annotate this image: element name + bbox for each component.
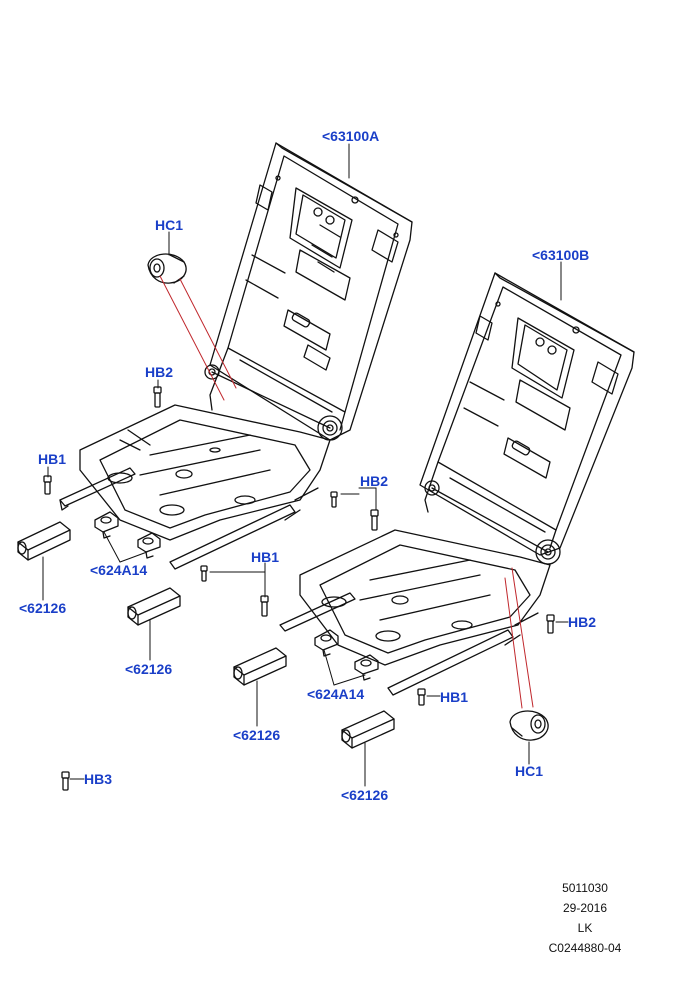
callout-clip-left: <624A14	[90, 562, 148, 578]
right-seat-base-frame	[279, 480, 561, 696]
callout-trim-4: <62126	[341, 787, 389, 803]
leader-lines	[42, 143, 569, 787]
callout-trim-3: <62126	[233, 727, 281, 743]
hinge-cover-top	[147, 253, 187, 284]
callout-bolt-hb2-right: HB2	[568, 614, 597, 630]
bolt-hb2-right	[546, 614, 555, 634]
bolt-hb1-mid	[200, 565, 269, 617]
trim-channel-3	[233, 647, 287, 686]
hinge-cover-bottom	[509, 710, 549, 741]
bolt-hb1-right	[417, 688, 426, 706]
date-code: 29-2016	[562, 901, 608, 915]
trim-channel-4	[341, 710, 395, 749]
callout-bolt-hb1-left: HB1	[38, 451, 67, 467]
callout-clip-right: <624A14	[307, 686, 365, 702]
illustration-id: C0244880-04	[548, 941, 622, 955]
trim-channel-1	[17, 521, 71, 561]
clip-left-pair	[94, 511, 161, 559]
callout-trim-1: <62126	[19, 600, 67, 616]
callout-trim-2: <62126	[125, 661, 173, 677]
callout-bolt-hb1-right: HB1	[440, 689, 469, 705]
bolt-hb2-mid	[330, 491, 379, 531]
bolt-hb1-left	[43, 475, 52, 495]
callout-bolt-hb3: HB3	[84, 771, 113, 787]
callout-bolt-hb2-mid: HB2	[360, 473, 389, 489]
callout-hinge-cover-bottom: HC1	[515, 763, 544, 779]
trim-channel-2	[127, 587, 181, 626]
bolt-hb3	[61, 771, 70, 791]
hinge-leader-lines-red	[159, 275, 534, 709]
clip-right-pair	[314, 629, 379, 681]
callout-hinge-cover-top: HC1	[155, 217, 184, 233]
callout-seat-back-right: <63100B	[532, 247, 590, 263]
right-seat-back-frame	[419, 272, 635, 556]
left-seat-back-frame	[209, 142, 413, 441]
callout-bolt-hb2-left: HB2	[145, 364, 174, 380]
region-code: LK	[577, 921, 593, 935]
reference-block: 5011030 29-2016 LK C0244880-04	[530, 878, 640, 958]
callout-seat-back-left: <63100A	[322, 128, 380, 144]
part-number: 5011030	[562, 881, 608, 895]
left-seat-base-frame	[59, 364, 343, 570]
bolt-hb2-left	[153, 386, 162, 408]
callout-bolt-hb1-mid: HB1	[251, 549, 280, 565]
